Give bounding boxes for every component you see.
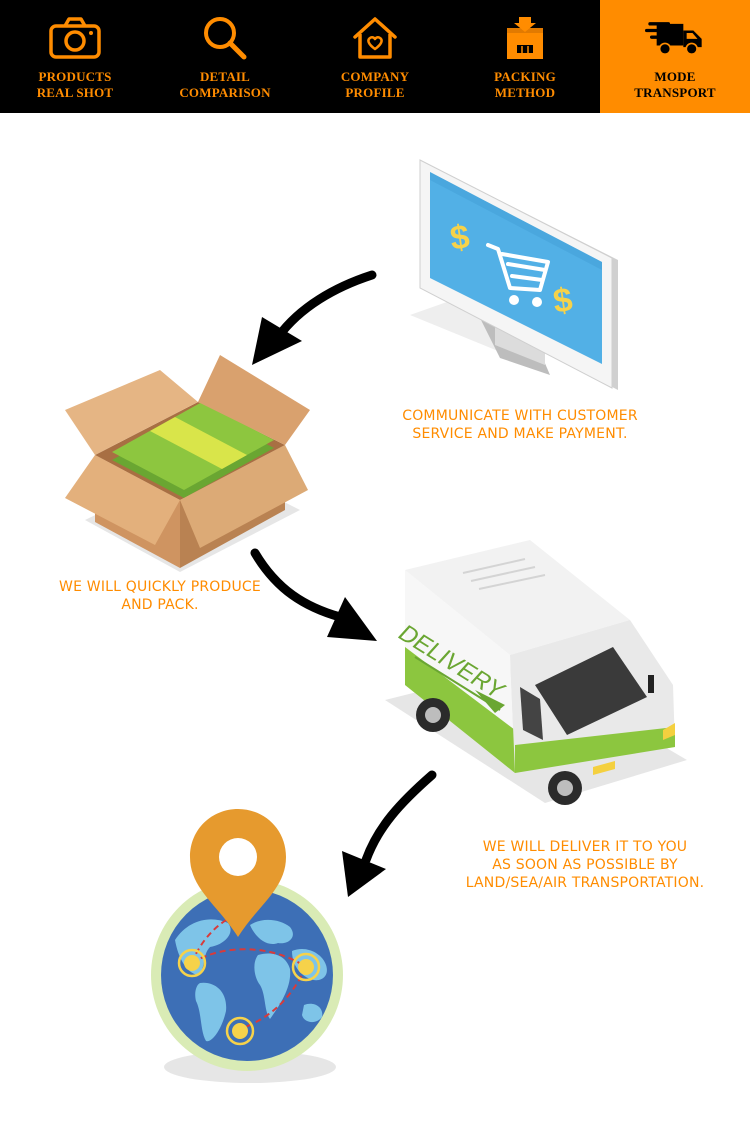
nav-label: PRODUCTS REAL SHOT — [36, 69, 114, 100]
magnifier-icon — [195, 14, 255, 62]
produce-caption: WE WILL QUICKLY PRODUCE AND PACK. — [59, 579, 261, 613]
arrow-icon — [330, 765, 445, 905]
nav-item-detail-comparison[interactable]: DETAIL COMPARISON — [150, 0, 300, 113]
house-heart-icon — [345, 14, 405, 62]
nav-item-packing-method[interactable]: PACKING METHOD — [450, 0, 600, 113]
camera-icon — [45, 14, 105, 62]
nav-item-mode-transport[interactable]: MODE TRANSPORT — [600, 0, 750, 113]
open-box-icon — [60, 350, 320, 575]
nav-label: PACKING METHOD — [494, 69, 556, 100]
package-icon — [495, 14, 555, 62]
top-navigation-bar: PRODUCTS REAL SHOT DETAIL COMPARISON COM… — [0, 0, 750, 113]
communicate-caption: COMMUNICATE WITH CUSTOMER SERVICE AND MA… — [402, 408, 638, 442]
delivery-van-icon: DELIVERY — [375, 535, 695, 810]
nav-label: COMPANY PROFILE — [340, 69, 410, 100]
arrow-icon — [245, 545, 385, 645]
delivery-truck-icon — [645, 14, 705, 62]
nav-item-products-real-shot[interactable]: PRODUCTS REAL SHOT — [0, 0, 150, 113]
arrow-icon — [240, 265, 380, 370]
computer-shopping-cart-icon: $ $ — [400, 150, 630, 395]
nav-label: DETAIL COMPARISON — [179, 69, 271, 100]
deliver-caption: WE WILL DELIVER IT TO YOU AS SOON AS POS… — [465, 839, 705, 891]
nav-item-company-profile[interactable]: COMPANY PROFILE — [300, 0, 450, 113]
nav-label: MODE TRANSPORT — [634, 69, 716, 100]
globe-pin-icon — [140, 805, 355, 1090]
